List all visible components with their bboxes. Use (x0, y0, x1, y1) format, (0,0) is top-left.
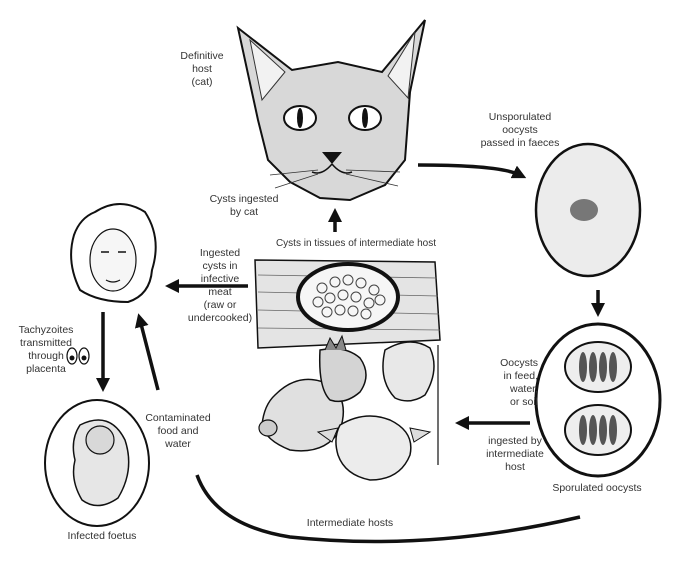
tissue-cyst-illustration (254, 259, 441, 349)
label-infected-foetus: Infected foetus (67, 530, 137, 542)
label-cysts-ingested-by-cat: Cysts ingested by cat (209, 193, 279, 218)
intermediate-hosts-illustration (258, 334, 439, 481)
arrow-food-to-human (134, 313, 160, 391)
label-contaminated-food: Contaminated food and water (145, 412, 211, 450)
label-oocysts-in-feed: Oocysts in feed, water, or soil (500, 357, 538, 408)
label-unsporulated-oocysts: Unsporulated oocysts passed in faeces (480, 111, 560, 149)
sporulated-oocyst-illustration (534, 322, 662, 478)
label-ingested-cysts-meat: Ingested cysts in infective meat (raw or… (187, 247, 253, 324)
label-cysts-in-tissues: Cysts in tissues of intermediate host (275, 238, 437, 249)
label-definitive-host: Definitive host (cat) (180, 50, 224, 88)
unsporulated-oocyst-illustration (534, 142, 642, 278)
label-tachyzoites: Tachyzoites transmitted through placenta (18, 324, 74, 375)
label-sporulated-oocysts: Sporulated oocysts (552, 482, 642, 494)
cat-illustration (236, 19, 426, 202)
arrow-cat-to-oocyst (417, 163, 527, 179)
tachyzoites-icon (66, 347, 90, 365)
label-ingested-by-intermediate-host: ingested by intermediate host (486, 435, 544, 473)
infected-foetus-illustration (44, 399, 150, 527)
human-woman-illustration (70, 203, 157, 304)
curve-intermediate-hosts (195, 474, 581, 544)
label-intermediate-hosts: Intermediate hosts (306, 517, 394, 529)
